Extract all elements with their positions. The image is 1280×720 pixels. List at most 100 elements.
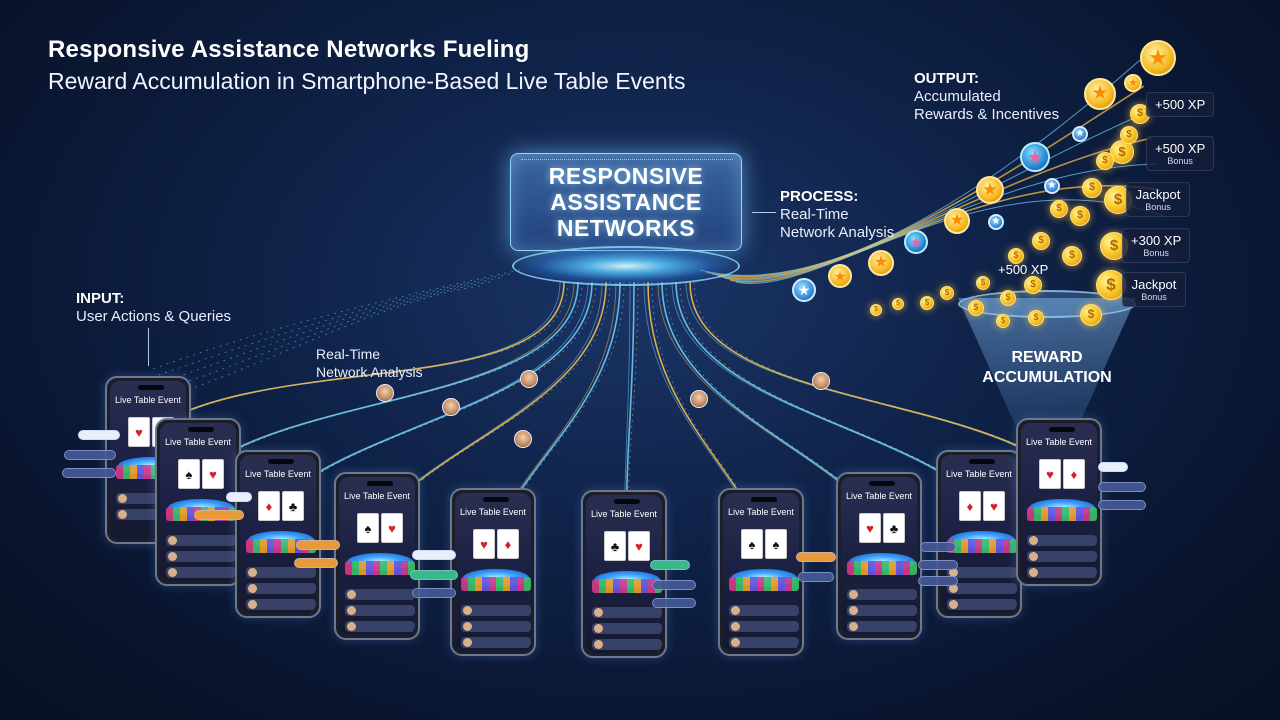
chip-stack: [729, 577, 799, 591]
user-avatar-icon: [514, 430, 532, 448]
chat-bubble: [1098, 482, 1146, 492]
player-row: [592, 623, 662, 634]
phone-notch: [268, 459, 294, 464]
playing-card-icon: ♠: [765, 529, 787, 559]
phone-screen-title: Live Table Event: [245, 469, 311, 479]
chat-bubble: [294, 558, 338, 568]
phone-4: Live Table Event ♠ ♥: [334, 472, 420, 640]
phone-10: Live Table Event ♥ ♦: [1016, 418, 1102, 586]
phone-notch: [138, 385, 164, 390]
chat-bubble: [796, 552, 836, 562]
network-stream-line: [689, 281, 1062, 471]
phone-screen-title: Live Table Event: [846, 491, 912, 501]
player-row: [729, 621, 799, 632]
chat-bubble: [412, 550, 456, 560]
mid-analysis-line-2: Network Analysis: [316, 364, 423, 380]
phone-5: Live Table Event ♥ ♦: [450, 488, 536, 656]
playing-card-icon: ♣: [604, 531, 626, 561]
user-avatar-icon: [520, 370, 538, 388]
network-stream-line: [200, 281, 579, 471]
phone-screen-title: Live Table Event: [344, 491, 410, 501]
floating-reward: +500 XP: [998, 262, 1049, 277]
player-row: [1027, 535, 1097, 546]
player-row: [461, 637, 531, 648]
network-stream-line: [280, 281, 593, 501]
funnel-label-line-2: ACCUMULATION: [982, 369, 1112, 386]
phone-screen-title: Live Table Event: [946, 469, 1012, 479]
process-heading: PROCESS:: [780, 188, 859, 205]
title-line-1: Responsive Assistance Networks Fueling: [48, 36, 530, 63]
chat-bubble: [652, 598, 696, 608]
reward-tag-1-value: +500 XP: [1155, 97, 1206, 112]
phone-2: Live Table Event ♠ ♥: [155, 418, 241, 586]
output-heading: OUTPUT:: [914, 70, 979, 87]
star-badge-icon: ★: [792, 278, 816, 302]
process-note: PROCESS: Real-Time Network Analysis: [780, 188, 894, 242]
hub-top-dots: [521, 159, 733, 163]
player-row: [246, 583, 316, 594]
dollar-coin-icon: $: [968, 300, 984, 316]
dollar-coin-icon: $: [1050, 200, 1068, 218]
chat-bubble: [798, 572, 834, 582]
playing-card-icon: ♦: [258, 491, 280, 521]
player-row: [116, 493, 186, 504]
reward-tag-2-sub: Bonus: [1167, 156, 1193, 166]
playing-card-icon: ♥: [473, 529, 495, 559]
reward-tag-5-value: Jackpot: [1131, 277, 1177, 292]
network-stream-line: [628, 281, 639, 539]
phone-screen-title: Live Table Event: [728, 507, 794, 517]
star-badge-icon: ★: [904, 230, 928, 254]
playing-card-icon: ♥: [128, 417, 150, 447]
phone-7: Live Table Event ♠ ♠: [718, 488, 804, 656]
phone-notch: [969, 459, 995, 464]
phone-screen-title: Live Table Event: [165, 437, 231, 447]
star-badge-icon: ★: [1020, 142, 1050, 172]
mid-analysis-note: Real-Time Network Analysis: [316, 345, 423, 381]
dollar-coin-icon: $: [976, 276, 990, 290]
playing-card-icon: ♦: [959, 491, 981, 521]
network-stream-line: [651, 281, 767, 536]
phone-screen-title: Live Table Event: [591, 509, 657, 519]
user-avatar-icon: [376, 384, 394, 402]
funnel-label-line-1: REWARD: [1011, 349, 1083, 366]
network-stream-line: [277, 281, 589, 501]
player-row: [947, 567, 1017, 578]
chat-bubble: [62, 468, 116, 478]
dollar-coin-icon: $: [1032, 232, 1050, 250]
phone-screen: Live Table Event ♣ ♥: [586, 495, 662, 653]
phone-screen: Live Table Event ♥ ♣: [841, 477, 917, 635]
input-leader-line: [148, 328, 149, 366]
reward-tag-4: +300 XP Bonus: [1122, 228, 1191, 263]
player-row: [166, 535, 236, 546]
player-row: [729, 605, 799, 616]
phone-screen: Live Table Event ♥ ♦: [1021, 423, 1097, 581]
hub-glow-ring: [512, 246, 740, 286]
dollar-coin-icon: $: [1096, 270, 1126, 300]
process-leader-line: [752, 212, 776, 213]
player-row: [947, 583, 1017, 594]
star-badge-icon: ★: [944, 208, 970, 234]
chat-bubble: [652, 580, 696, 590]
playing-card-icon: ♥: [628, 531, 650, 561]
phone-notch: [188, 427, 214, 432]
reward-tag-2: +500 XP Bonus: [1146, 136, 1215, 171]
phone-notch: [1049, 427, 1075, 432]
chip-stack: [1027, 507, 1097, 521]
phone-3: Live Table Event ♦ ♣: [235, 450, 321, 618]
chat-bubble: [918, 560, 958, 570]
phone-6: Live Table Event ♣ ♥: [581, 490, 667, 658]
reward-tag-3-sub: Bonus: [1145, 202, 1171, 212]
player-row: [461, 605, 531, 616]
phone-notch: [751, 497, 777, 502]
playing-card-icon: ♦: [1063, 459, 1085, 489]
star-badge-icon: ★: [1044, 178, 1060, 194]
chip-stack: [592, 579, 662, 593]
phone-notch: [483, 497, 509, 502]
playing-card-icon: ♥: [983, 491, 1005, 521]
chat-bubble: [1098, 462, 1128, 472]
player-row: [116, 509, 186, 520]
dollar-coin-icon: $: [1062, 246, 1082, 266]
network-stream-line: [693, 281, 1065, 471]
dollar-coin-icon: $: [1028, 310, 1044, 326]
reward-stream-line: [717, 137, 1153, 280]
